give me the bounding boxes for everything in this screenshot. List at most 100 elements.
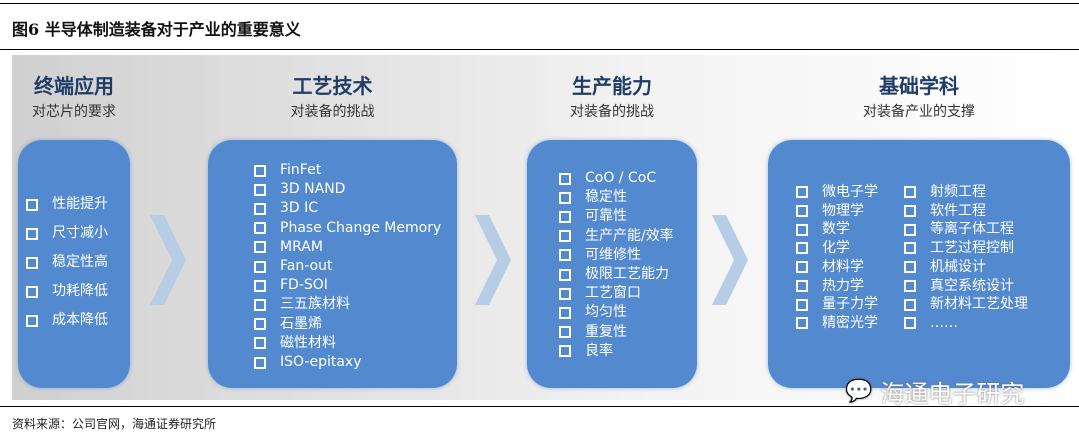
checkbox-bullet-icon — [796, 298, 808, 311]
list-item: Fan-out — [254, 257, 441, 276]
list-item-label: 软件工程 — [930, 202, 986, 219]
heading-process-tech: 工艺技术 — [292, 74, 373, 98]
list-item: 性能提升 — [26, 190, 108, 219]
checkbox-bullet-icon — [254, 241, 266, 254]
checkbox-bullet-icon — [559, 211, 571, 223]
heading-capacity: 生产能力 — [572, 74, 652, 98]
list-item: FD-SOI — [254, 276, 441, 295]
list-item-label: Phase Change Memory — [280, 219, 442, 236]
checkbox-bullet-icon — [559, 172, 571, 185]
checkbox-bullet-icon — [559, 326, 571, 339]
checkbox-bullet-icon — [254, 164, 266, 177]
box-end-application: 性能提升尺寸减小稳定性高功耗降低成本降低 — [18, 140, 130, 388]
list-item-label: 精密光学 — [822, 314, 878, 331]
list-item: ISO-epitaxy — [254, 353, 441, 372]
checkbox-bullet-icon — [254, 318, 266, 331]
top-rule — [0, 3, 1079, 4]
list-item-label: 三五族材料 — [280, 296, 350, 313]
list-item-label: 3D NAND — [280, 181, 346, 198]
checkbox-bullet-icon — [796, 317, 808, 330]
list-item: 可维修性 — [559, 246, 674, 265]
list-item-label: 重复性 — [585, 323, 627, 340]
list-item-label: 新材料工艺处理 — [930, 296, 1028, 313]
list-item-label: Fan-out — [280, 258, 333, 275]
list-item: 磁性材料 — [254, 334, 441, 353]
checkbox-bullet-icon — [26, 227, 38, 240]
heading-basic-disciplines: 基础学科 — [879, 74, 959, 98]
list-item: …… — [904, 314, 1028, 333]
checkbox-bullet-icon — [904, 242, 916, 255]
list-item: 三五族材料 — [254, 295, 441, 314]
list-item-label: 可维修性 — [585, 246, 641, 263]
checkbox-bullet-icon — [904, 205, 916, 218]
checkbox-bullet-icon — [559, 345, 571, 358]
list-item: 可靠性 — [559, 207, 674, 226]
list-item-label: …… — [930, 314, 958, 331]
list-item-label: 材料学 — [822, 258, 864, 275]
list-item: 微电子学 — [796, 183, 878, 202]
list-item: 3D IC — [254, 199, 441, 218]
source-note: 资料来源：公司官网，海通证券研究所 — [12, 417, 217, 431]
checkbox-bullet-icon — [904, 298, 916, 311]
list-item-label: 性能提升 — [52, 196, 108, 212]
list-item: 化学 — [796, 239, 878, 258]
list-item: FinFet — [254, 161, 441, 180]
list-item: 3D NAND — [254, 180, 441, 199]
list-item: 等离子体工程 — [904, 220, 1028, 239]
subheading-process-tech: 对装备的挑战 — [290, 104, 375, 120]
checkbox-bullet-icon — [254, 337, 266, 350]
list-item-label: 均匀性 — [585, 304, 627, 321]
checkbox-bullet-icon — [254, 260, 266, 273]
checkbox-bullet-icon — [559, 230, 571, 243]
list-item-label: 真空系统设计 — [930, 277, 1014, 294]
list-item: 精密光学 — [796, 314, 878, 333]
checkbox-bullet-icon — [26, 285, 38, 298]
checkbox-bullet-icon — [254, 222, 266, 235]
list-item-label: 生产产能/效率 — [585, 227, 674, 244]
list-item-label: 工艺窗口 — [585, 285, 641, 302]
list-item: 热力学 — [796, 277, 878, 296]
checkbox-bullet-icon — [904, 261, 916, 274]
checkbox-bullet-icon — [254, 279, 266, 292]
subheading-capacity: 对装备的挑战 — [570, 104, 654, 120]
list-item: 生产产能/效率 — [559, 227, 674, 246]
list-item-label: 工艺过程控制 — [930, 240, 1014, 257]
title-rule — [0, 49, 1079, 50]
chevron-arrow-icon — [712, 215, 748, 305]
checkbox-bullet-icon — [904, 279, 916, 292]
heading-end-application: 终端应用 — [34, 74, 114, 98]
list-item: 石墨烯 — [254, 315, 441, 334]
wechat-icon: 💬 — [845, 379, 873, 404]
checkbox-bullet-icon — [559, 249, 571, 262]
list-item: 新材料工艺处理 — [904, 295, 1028, 314]
list-item: 物理学 — [796, 202, 878, 221]
list-item: 极限工艺能力 — [559, 265, 674, 284]
list-item: 工艺过程控制 — [904, 239, 1028, 258]
checkbox-bullet-icon — [254, 203, 266, 215]
checkbox-bullet-icon — [796, 279, 808, 292]
chevron-arrow-icon — [475, 215, 511, 305]
list-item: 功耗降低 — [26, 277, 108, 306]
list-item-label: 3D IC — [280, 200, 319, 217]
list-item-label: 良率 — [585, 342, 613, 359]
checkbox-bullet-icon — [796, 242, 808, 255]
list-item: 真空系统设计 — [904, 277, 1028, 296]
subheading-end-application: 对芯片的要求 — [32, 104, 116, 120]
list-item-label: 稳定性 — [585, 189, 627, 206]
checkbox-bullet-icon — [904, 317, 916, 330]
list-item: 重复性 — [559, 323, 674, 342]
list-item-label: 射频工程 — [930, 184, 986, 200]
chevron-arrow-icon — [150, 215, 186, 305]
list-item-label: 功耗降低 — [52, 283, 108, 299]
list-item-label: 量子力学 — [822, 296, 878, 313]
checkbox-bullet-icon — [559, 307, 571, 320]
list-item: 良率 — [559, 342, 674, 361]
watermark: 💬海通电子研究 — [845, 374, 1024, 409]
list-item-label: 稳定性高 — [52, 254, 108, 270]
checkbox-bullet-icon — [796, 261, 808, 274]
subheading-basic-disciplines: 对装备产业的支撑 — [863, 104, 975, 120]
checkbox-bullet-icon — [559, 287, 571, 300]
list-item: CoO / CoC — [559, 169, 674, 188]
